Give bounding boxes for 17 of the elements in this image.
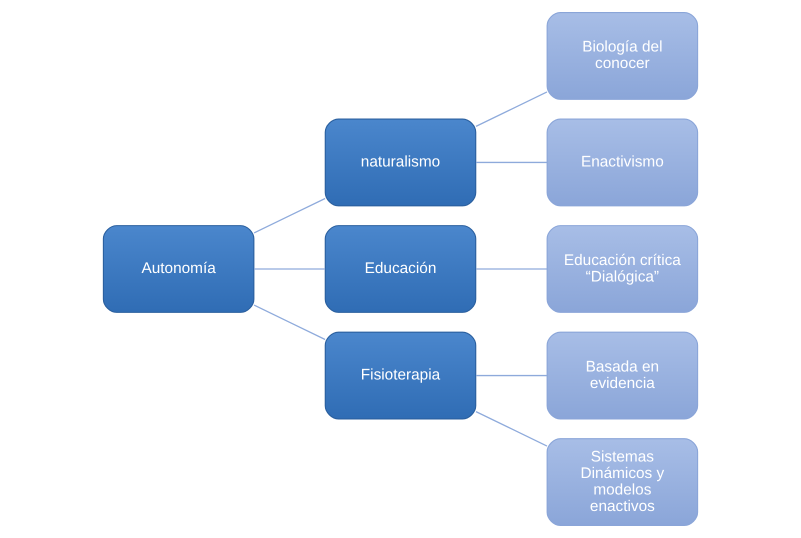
node-box: Educación crítica “Dialógica” [546, 225, 698, 313]
connector [254, 268, 326, 270]
node-box: Autonomía [102, 225, 254, 313]
node-box: Basada en evidencia [546, 332, 698, 420]
connector [476, 374, 547, 376]
node-box: Enactivismo [546, 118, 698, 206]
node-box: naturalismo [324, 118, 476, 206]
connector [476, 268, 547, 270]
node-box: Sistemas Dinámicos y modelos enactivos [546, 438, 698, 526]
connector [254, 198, 326, 234]
connector [476, 411, 548, 447]
node-box: Biología del conocer [546, 12, 698, 100]
connector [254, 304, 326, 340]
connector [476, 91, 548, 127]
node-box: Fisioterapia [324, 332, 476, 420]
node-box: Educación [324, 225, 476, 313]
connector [476, 162, 547, 164]
